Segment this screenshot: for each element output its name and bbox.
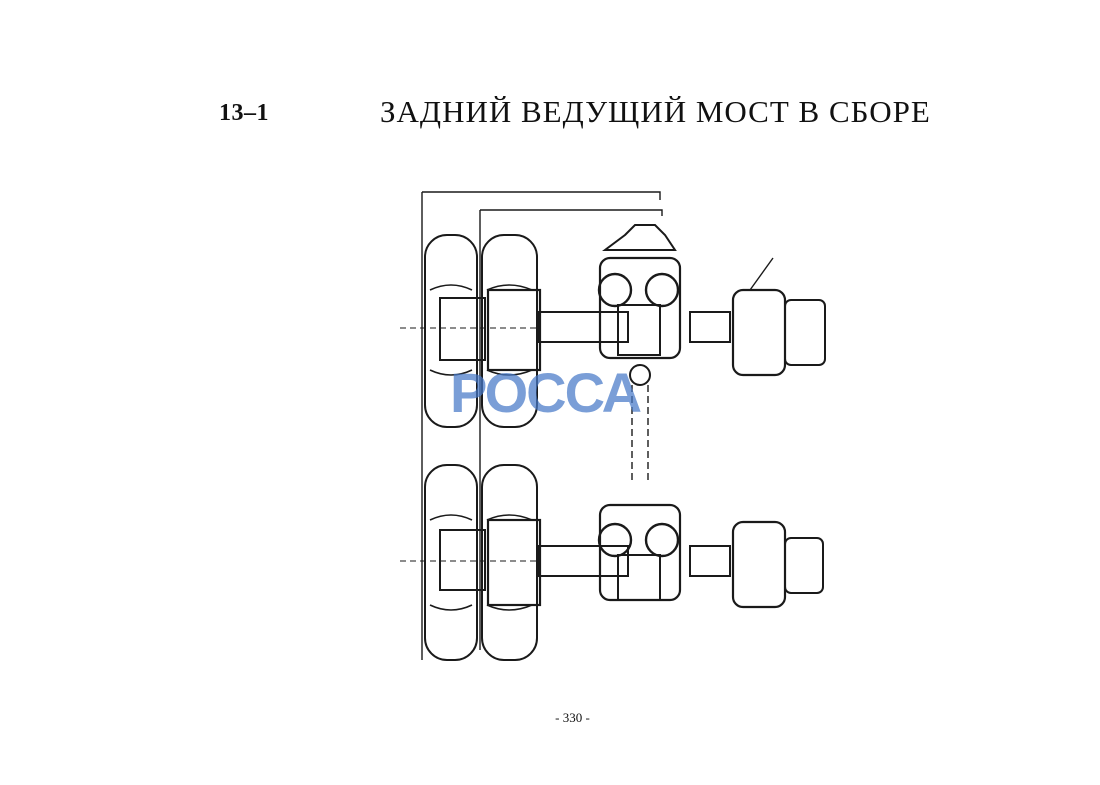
- section-number: 13–1: [219, 100, 269, 126]
- bottom-axle: [400, 464, 824, 661]
- page-title: ЗАДНИЙ ВЕДУЩИЙ МОСТ В СБОРЕ: [380, 94, 931, 129]
- top-axle: [400, 224, 826, 480]
- page-number: - 330 -: [555, 710, 590, 725]
- rear-axle-assembly-drawing: [400, 191, 826, 661]
- watermark-logo: РОССА: [450, 361, 642, 424]
